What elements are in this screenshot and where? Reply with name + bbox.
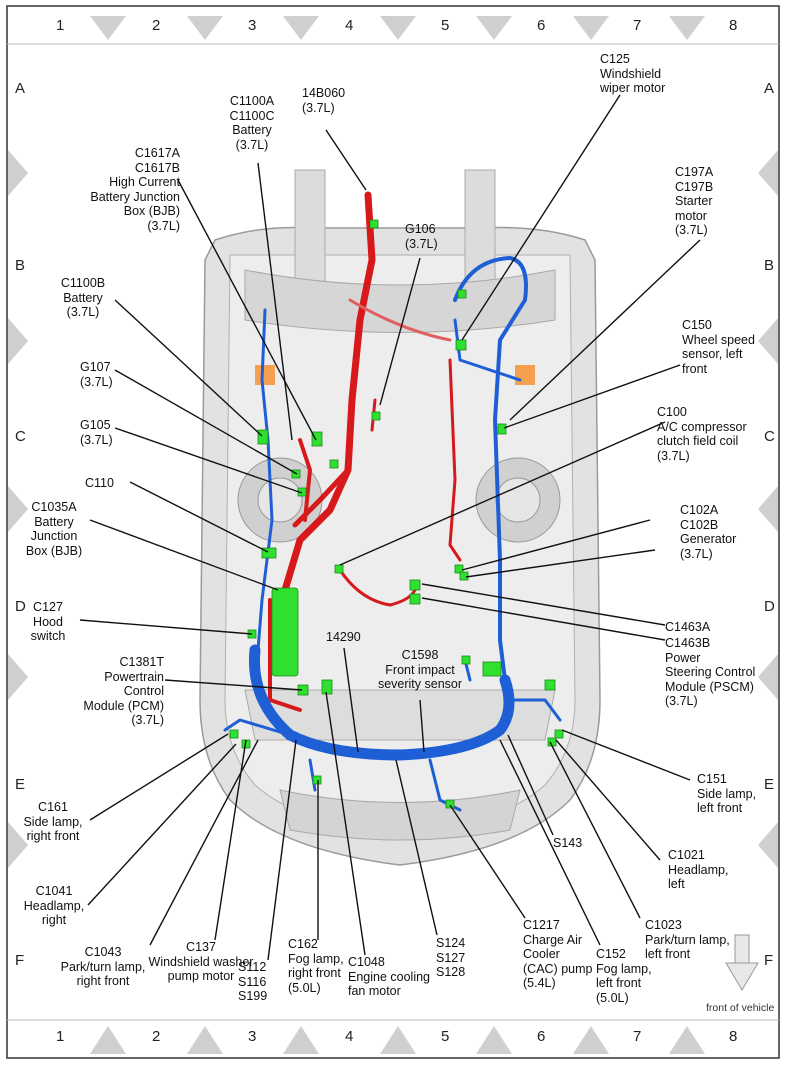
label-c1463a: C1463A bbox=[665, 620, 711, 634]
label-c197: C197A C197B Starter motor (3.7L) bbox=[675, 165, 714, 237]
col-label-top-2: 2 bbox=[152, 17, 161, 34]
label-c1100b: C1100B Battery (3.7L) bbox=[60, 276, 106, 319]
col-label-bottom-1: 1 bbox=[56, 1028, 65, 1045]
label-c1217: C1217 Charge Air Cooler (CAC) pump (5.4L… bbox=[523, 918, 593, 990]
top-grid-markers bbox=[90, 16, 705, 40]
bottom-grid-markers bbox=[90, 1026, 705, 1054]
col-label-bottom-6: 6 bbox=[537, 1028, 546, 1045]
label-c1021: C1021 Headlamp, left bbox=[668, 848, 729, 891]
label-c1048: C1048 Engine cooling fan motor bbox=[348, 955, 431, 998]
col-label-bottom-3: 3 bbox=[248, 1028, 257, 1045]
row-label-right-c: C bbox=[764, 428, 775, 445]
label-c1100ac: C1100A C1100C Battery (3.7L) bbox=[229, 94, 275, 152]
col-label-top-4: 4 bbox=[345, 17, 354, 34]
label-g105: G105 (3.7L) bbox=[80, 418, 113, 447]
col-label-top-6: 6 bbox=[537, 17, 546, 34]
left-grid-markers bbox=[8, 150, 28, 868]
red-harness bbox=[268, 191, 462, 712]
row-label-left-c: C bbox=[15, 428, 26, 445]
vehicle-body bbox=[199, 169, 601, 866]
label-c1041: C1041 Headlamp, right bbox=[23, 884, 85, 927]
label-c151: C151 Side lamp, left front bbox=[697, 772, 757, 815]
label-c1463b: C1463B Power Steering Control Module (PS… bbox=[665, 636, 756, 708]
label-c1381t: C1381T Powertrain Control Module (PCM) (… bbox=[83, 655, 164, 727]
col-label-top-1: 1 bbox=[56, 17, 65, 34]
label-14290: 14290 bbox=[326, 630, 361, 644]
label-c1023: C1023 Park/turn lamp, left front bbox=[645, 918, 730, 961]
col-label-top-8: 8 bbox=[729, 17, 738, 34]
label-c137: C137 Windshield washer pump motor bbox=[148, 940, 254, 983]
label-g106: G106 (3.7L) bbox=[405, 222, 438, 251]
row-label-right-e: E bbox=[764, 776, 775, 793]
col-label-bottom-5: 5 bbox=[441, 1028, 450, 1045]
row-label-left-a: A bbox=[15, 80, 26, 97]
label-c1035a: C1035A Battery Junction Box (BJB) bbox=[25, 500, 83, 558]
label-s112: S112 S116 S199 bbox=[238, 960, 268, 1003]
row-label-right-a: A bbox=[764, 80, 775, 97]
label-c1043: C1043 Park/turn lamp, right front bbox=[60, 945, 146, 988]
diagram-border bbox=[6, 5, 780, 1059]
col-label-bottom-8: 8 bbox=[729, 1028, 738, 1045]
label-c162: C162 Fog lamp, right front (5.0L) bbox=[288, 937, 344, 995]
row-label-left-b: B bbox=[15, 257, 26, 274]
col-label-top-7: 7 bbox=[633, 17, 642, 34]
col-label-bottom-7: 7 bbox=[633, 1028, 642, 1045]
front-arrow-icon bbox=[725, 934, 759, 991]
leader-lines bbox=[79, 94, 701, 961]
label-c1598: C1598 Front impact severity sensor bbox=[377, 648, 463, 691]
connectors bbox=[229, 219, 564, 809]
row-label-left-f: F bbox=[15, 952, 25, 969]
label-c1617: C1617A C1617B High Current Battery Junct… bbox=[90, 146, 180, 233]
col-label-top-5: 5 bbox=[441, 17, 450, 34]
label-c110: C110 bbox=[85, 476, 114, 490]
label-c102: C102A C102B Generator (3.7L) bbox=[680, 503, 737, 561]
front-of-vehicle-label: front of vehicle bbox=[706, 1002, 775, 1014]
label-c100: C100 A/C compressor clutch field coil (3… bbox=[657, 405, 747, 463]
col-label-top-3: 3 bbox=[248, 17, 257, 34]
row-label-right-b: B bbox=[764, 257, 775, 274]
col-label-bottom-4: 4 bbox=[345, 1028, 354, 1045]
label-14b060: 14B060 (3.7L) bbox=[302, 86, 346, 115]
label-c161: C161 Side lamp, right front bbox=[23, 800, 83, 843]
label-s143: S143 bbox=[553, 836, 583, 850]
row-label-left-d: D bbox=[15, 598, 26, 615]
label-c152: C152 Fog lamp, left front (5.0L) bbox=[596, 947, 652, 1005]
label-c150: C150 Wheel speed sensor, left front bbox=[682, 318, 755, 376]
label-g107: G107 (3.7L) bbox=[80, 360, 113, 389]
right-grid-markers bbox=[758, 150, 778, 868]
row-label-left-e: E bbox=[15, 776, 26, 793]
label-s124: S124 S127 S128 bbox=[436, 936, 466, 979]
row-label-right-f: F bbox=[764, 952, 774, 969]
label-c125: C125 Windshield wiper motor bbox=[600, 52, 666, 95]
col-label-bottom-2: 2 bbox=[152, 1028, 161, 1045]
label-c127: C127 Hood switch bbox=[30, 600, 66, 643]
row-label-right-d: D bbox=[764, 598, 775, 615]
